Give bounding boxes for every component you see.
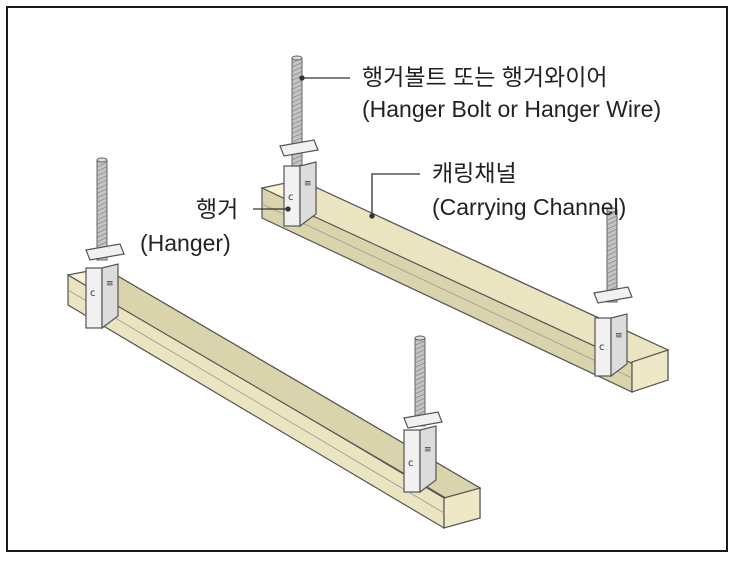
svg-text:≡: ≡ — [106, 279, 114, 289]
hanger-bolt-back-right — [606, 207, 618, 303]
label-hanger-bolt-korean: 행거볼트 또는 행거와이어 — [362, 64, 608, 90]
leader-carrying-channel — [371, 173, 420, 216]
label-carrying-channel-english: (Carrying Channel) — [432, 194, 627, 220]
label-hanger-bolt-english: (Hanger Bolt or Hanger Wire) — [362, 96, 662, 122]
svg-text:c: c — [90, 288, 96, 299]
label-hanger-english: (Hanger) — [140, 230, 231, 256]
hanger-front-left: c ≡ — [85, 243, 125, 330]
svg-text:c: c — [288, 192, 294, 203]
label-hanger-korean: 행거 — [196, 196, 239, 222]
svg-text:≡: ≡ — [304, 179, 312, 189]
hanger-back-left: c ≡ — [279, 139, 319, 228]
svg-text:≡: ≡ — [424, 445, 432, 455]
leader-lines — [253, 75, 420, 219]
hanger-back-right: c ≡ — [593, 286, 633, 378]
hanger-bolt-front-left — [96, 157, 108, 261]
svg-text:c: c — [408, 458, 414, 469]
carrying-channel-front — [66, 266, 482, 530]
label-carrying-channel-korean: 캐링채널 — [432, 160, 517, 186]
hanger-front-right: c ≡ — [403, 411, 443, 494]
svg-text:≡: ≡ — [615, 331, 623, 341]
hanger-bolt-front-right — [414, 335, 426, 427]
carrying-channel-back — [260, 179, 670, 393]
svg-text:c: c — [599, 342, 605, 353]
